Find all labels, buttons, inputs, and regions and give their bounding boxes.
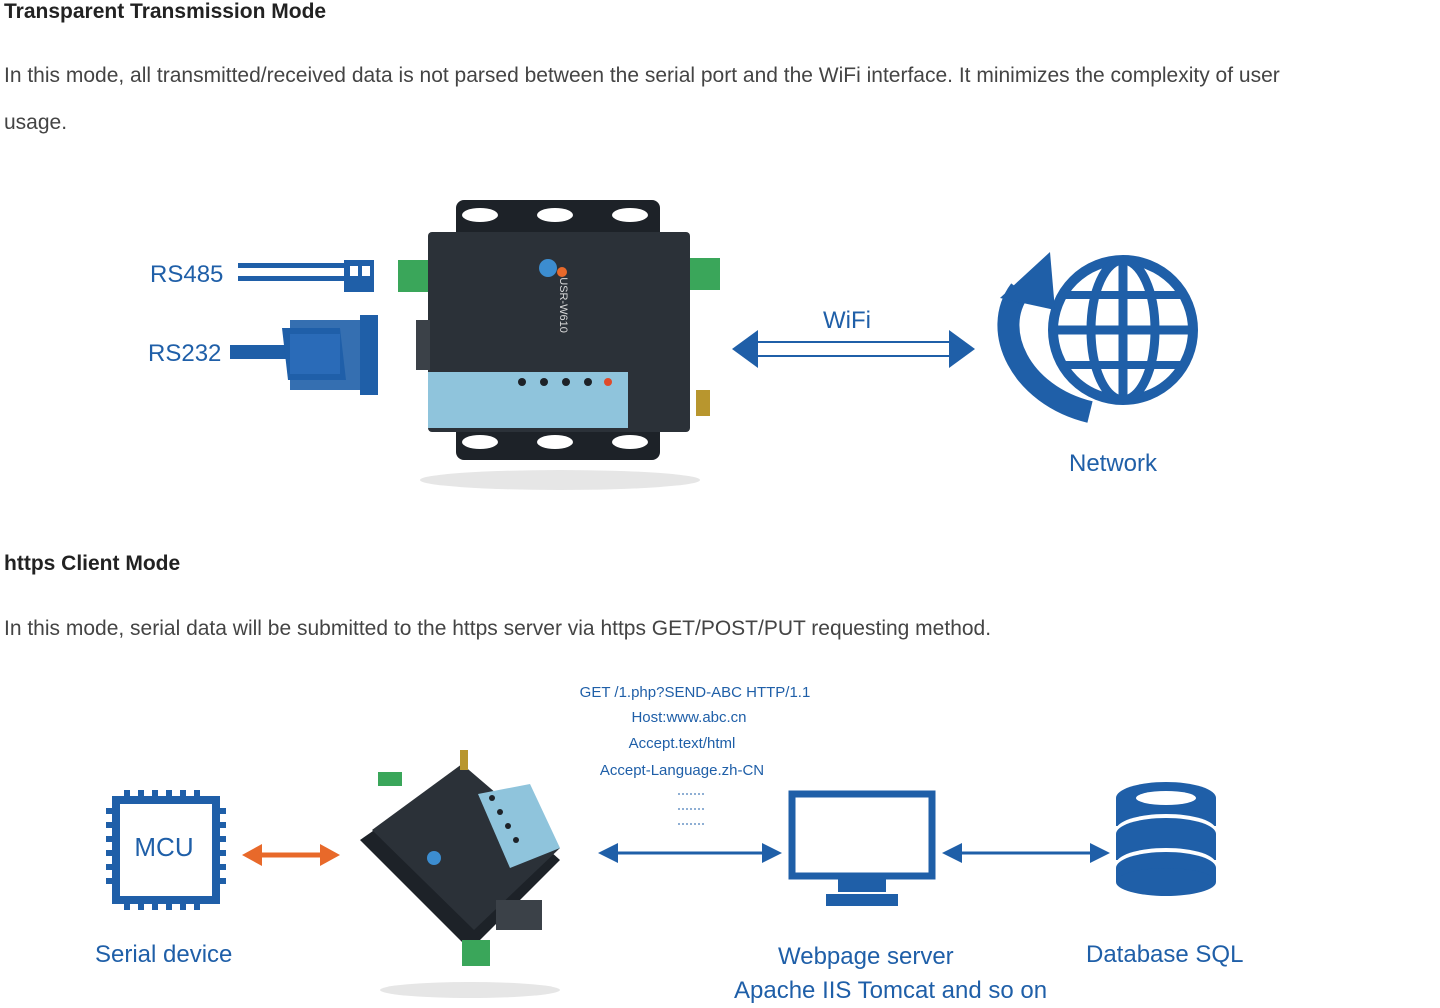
network-label: Network (1069, 450, 1158, 477)
network-globe-icon (997, 252, 1198, 423)
request-line-3: Accept.text/html (628, 735, 736, 752)
request-line-2: Host:www.abc.cn (631, 709, 747, 726)
device-model-label: USR-W610 (557, 277, 569, 333)
https-double-arrow-icon (598, 843, 782, 863)
request-line-4: Accept-Language.zh-CN (599, 762, 765, 779)
database-double-arrow-icon (942, 843, 1110, 863)
mcu-chip-icon: MCU (106, 790, 226, 910)
database-label: Database SQL (1086, 941, 1244, 968)
request-ellipsis-icon (678, 793, 704, 825)
request-line-1: GET /1.php?SEND-ABC HTTP/1.1 (579, 684, 811, 701)
webpage-server-label: Webpage server (778, 943, 954, 970)
rs485-cable-icon (238, 260, 374, 292)
rs232-connector-icon (230, 315, 378, 395)
webpage-server-monitor-icon (788, 790, 936, 906)
usr-w610-device-image: USR-W610 (398, 200, 720, 490)
wifi-label: WiFi (823, 307, 871, 334)
section2-description: In this mode, serial data will be submit… (4, 617, 992, 640)
section1-description-line2: usage. (4, 111, 68, 134)
transparent-mode-diagram: USR-W610 (230, 200, 1198, 490)
webpage-server-sub-label: Apache IIS Tomcat and so on (734, 977, 1048, 1004)
mcu-label: MCU (134, 832, 193, 862)
section1-description-line1: In this mode, all transmitted/received d… (4, 64, 1280, 87)
section2-heading: https Client Mode (4, 552, 181, 575)
https-client-diagram: MCU (106, 750, 1216, 998)
rs232-label: RS232 (148, 340, 222, 367)
usr-w610-device-tilted-image (360, 750, 560, 998)
serial-double-arrow-icon (242, 844, 340, 866)
rs485-label: RS485 (150, 261, 224, 288)
serial-device-label: Serial device (95, 941, 233, 968)
wifi-double-arrow-icon (732, 330, 975, 368)
database-icon (1116, 782, 1216, 896)
section1-heading: Transparent Transmission Mode (4, 0, 327, 23)
